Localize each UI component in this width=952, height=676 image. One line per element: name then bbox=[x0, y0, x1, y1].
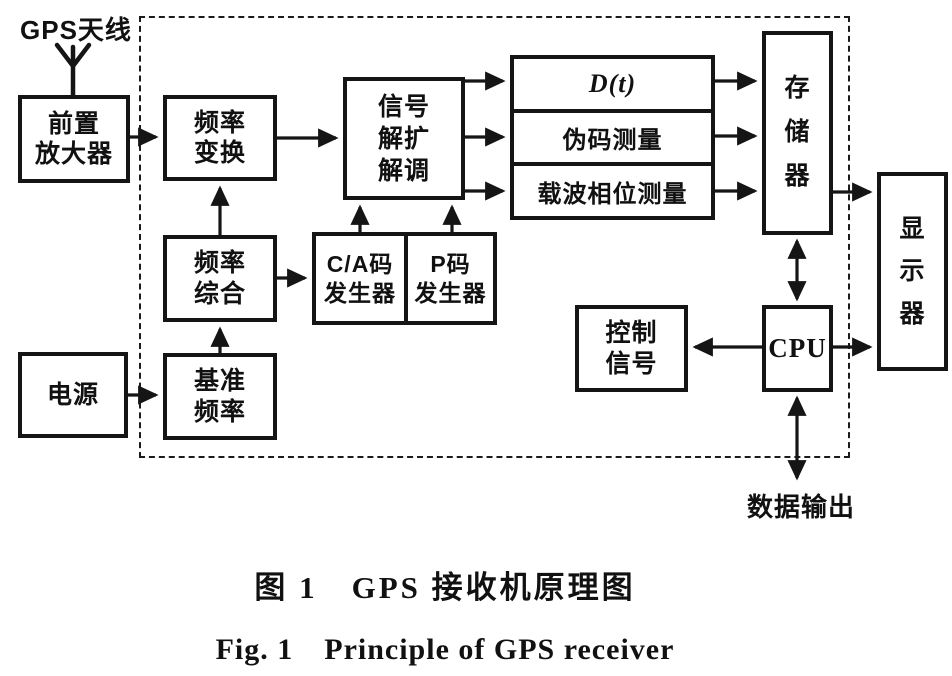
figure-caption-english: Fig. 1 Principle of GPS receiver bbox=[215, 633, 675, 666]
block-despread-line1: 信号 bbox=[377, 92, 430, 121]
block-display-char1: 显 bbox=[899, 214, 926, 243]
block-power-supply: 电源 bbox=[18, 352, 128, 438]
block-control-signal-line1: 控制 bbox=[605, 319, 658, 347]
block-despread-line2: 解扩 bbox=[377, 124, 430, 153]
block-frequency-synthesis: 频率 综合 bbox=[163, 235, 277, 322]
block-frequency-conversion-line2: 变换 bbox=[193, 139, 246, 167]
block-frequency-conversion: 频率 变换 bbox=[163, 95, 277, 181]
block-display-char2: 示 bbox=[899, 257, 926, 286]
receiver-dashed-boundary bbox=[139, 16, 850, 458]
block-frequency-synthesis-line2: 综合 bbox=[193, 279, 246, 308]
block-preamplifier: 前置 放大器 bbox=[18, 95, 130, 183]
block-display-char3: 器 bbox=[899, 299, 926, 328]
block-p-code-generator: P码 发生器 bbox=[404, 232, 497, 325]
block-ca-code-generator-line1: C/A码 bbox=[326, 251, 394, 278]
block-carrier-phase-measurement: 载波相位测量 bbox=[514, 162, 711, 216]
block-measurement-stack: D(t) 伪码测量 载波相位测量 bbox=[510, 55, 715, 220]
block-p-code-generator-line1: P码 bbox=[430, 251, 471, 278]
block-despread-line3: 解调 bbox=[377, 156, 430, 185]
block-control-signal: 控制 信号 bbox=[575, 305, 688, 392]
antenna-v-arms bbox=[54, 42, 92, 70]
gps-antenna-label: GPS天线 bbox=[20, 15, 132, 45]
block-ca-code-generator-line2: 发生器 bbox=[324, 279, 396, 306]
data-output-label: 数据输出 bbox=[747, 492, 856, 522]
block-ca-code-generator: C/A码 发生器 bbox=[312, 232, 408, 325]
block-memory: 存 储 器 bbox=[762, 31, 833, 235]
block-power-supply-label: 电源 bbox=[46, 380, 99, 409]
block-reference-frequency: 基准 频率 bbox=[163, 353, 277, 440]
block-pseudo-code-measurement: 伪码测量 bbox=[514, 108, 711, 163]
block-data-message: D(t) bbox=[588, 68, 637, 98]
block-reference-frequency-line2: 频率 bbox=[193, 397, 246, 426]
block-cpu: CPU bbox=[762, 305, 833, 392]
block-control-signal-line2: 信号 bbox=[605, 349, 658, 378]
block-preamplifier-line1: 前置 bbox=[47, 109, 100, 138]
block-signal-despread-demodulate: 信号 解扩 解调 bbox=[343, 77, 465, 200]
block-p-code-generator-line2: 发生器 bbox=[414, 279, 487, 306]
block-memory-char1: 存 bbox=[784, 74, 811, 103]
block-preamplifier-line2: 放大器 bbox=[34, 140, 113, 168]
block-memory-char3: 器 bbox=[784, 161, 811, 190]
block-frequency-conversion-line1: 频率 bbox=[193, 108, 246, 137]
block-cpu-label: CPU bbox=[768, 333, 827, 364]
block-frequency-synthesis-line1: 频率 bbox=[193, 249, 246, 277]
figure-caption-chinese: 图 1 GPS 接收机原理图 bbox=[254, 570, 636, 605]
block-display: 显 示 器 bbox=[877, 172, 948, 371]
block-memory-char2: 储 bbox=[784, 118, 811, 147]
block-reference-frequency-line1: 基准 bbox=[193, 367, 246, 395]
